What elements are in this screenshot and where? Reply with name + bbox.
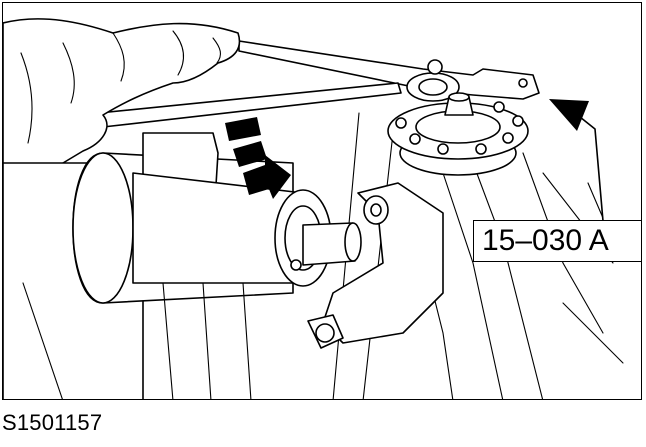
figure-id-label: S1501157 xyxy=(2,410,103,435)
tool-number-callout: 15–030 A xyxy=(473,220,641,262)
hub-flange-icon xyxy=(387,101,529,176)
hand-icon xyxy=(3,18,241,194)
special-tool-icon xyxy=(3,132,362,399)
ring-wrench-icon xyxy=(98,40,540,128)
illustration-drawing xyxy=(3,18,624,399)
illustration-frame: 15–030 A xyxy=(2,2,642,400)
direction-arrows-icon xyxy=(225,117,291,199)
pointer-arrow-icon xyxy=(549,99,604,222)
knuckle-arm xyxy=(307,182,444,349)
bolt-icon xyxy=(444,92,474,116)
